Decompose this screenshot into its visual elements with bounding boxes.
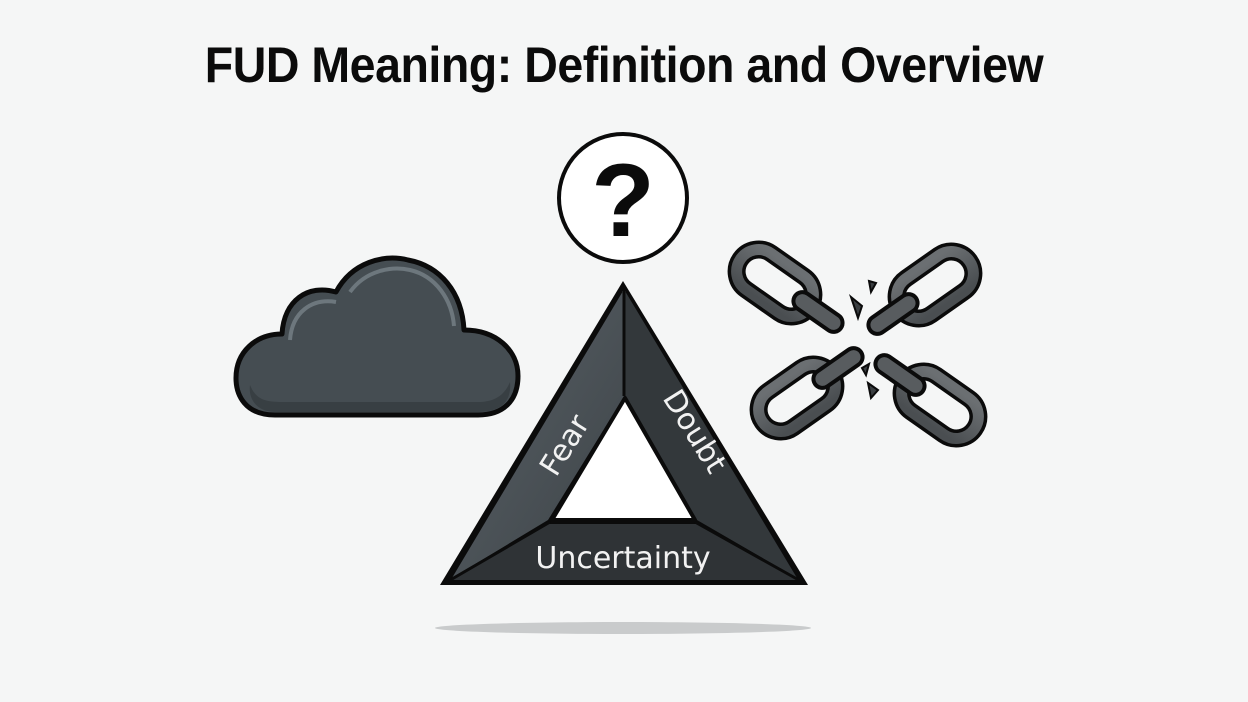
uncertainty-side [452,524,797,580]
broken-chain-icon [727,240,988,448]
triangle-shadow [435,622,811,634]
page-title: FUD Meaning: Definition and Overview [204,37,1044,93]
cloud-icon [233,255,521,418]
question-mark-icon: ? [557,132,689,264]
doubt-side [625,291,797,578]
question-glyph: ? [591,143,655,259]
fud-triangle: Fear Doubt Uncertainty [440,281,808,585]
fear-side [452,291,625,578]
uncertainty-label: Uncertainty [535,541,710,576]
